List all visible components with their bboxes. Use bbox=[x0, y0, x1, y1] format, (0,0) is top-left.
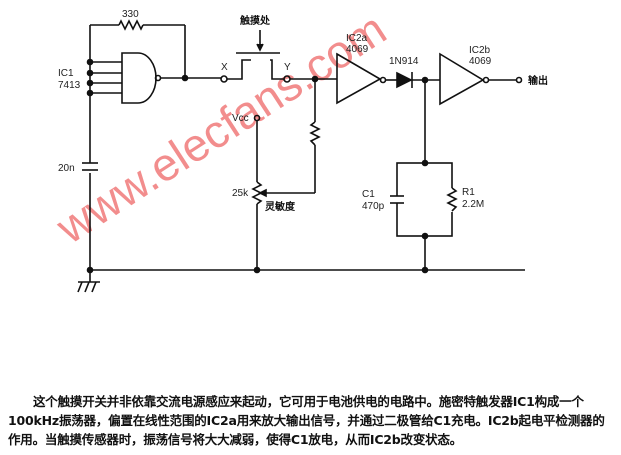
ic2a-name: IC2a bbox=[346, 33, 368, 44]
resistor-330 bbox=[118, 19, 144, 31]
inverter-bubble bbox=[154, 74, 162, 82]
pot-label: 灵敏度 bbox=[265, 200, 296, 213]
description-paragraph: 这个触摸开关并非依靠交流电源感应来起动，它可用于电池供电的电路中。施密特触发器I… bbox=[8, 394, 605, 447]
r1-value: 2.2M bbox=[462, 199, 484, 210]
sensitivity-potentiometer bbox=[251, 181, 263, 205]
output-label: 输出 bbox=[528, 74, 548, 87]
inverter-ic2a bbox=[336, 52, 382, 105]
r1-name: R1 bbox=[462, 187, 475, 198]
ic2b-part: 4069 bbox=[469, 56, 492, 67]
description-text: 这个触摸开关并非依靠交流电源感应来起动，它可用于电池供电的电路中。施密特触发器I… bbox=[8, 392, 614, 449]
output-terminal bbox=[515, 76, 523, 84]
ic2a-part: 4069 bbox=[346, 44, 369, 55]
touch-label: 触摸处 bbox=[239, 14, 271, 27]
ic1-part: 7413 bbox=[58, 80, 81, 91]
x-label: X bbox=[221, 62, 228, 73]
ground-icon bbox=[77, 270, 100, 293]
diode-label: 1N914 bbox=[389, 56, 419, 67]
terminal-x bbox=[220, 75, 228, 83]
c1-value: 470p bbox=[362, 201, 385, 212]
ic1-name: IC1 bbox=[58, 68, 74, 79]
c1-name: C1 bbox=[362, 189, 375, 200]
c-osc-label: 20n bbox=[58, 163, 75, 174]
bias-resistor bbox=[309, 121, 321, 146]
ic2b-name: IC2b bbox=[469, 45, 491, 56]
diode-1n914 bbox=[396, 71, 413, 89]
r-feedback-label: 330 bbox=[122, 9, 139, 20]
pot-value: 25k bbox=[232, 188, 249, 199]
circuit-schematic: www.elecfans.com 20n 330 IC1 7413 X 触摸处 … bbox=[46, 2, 548, 293]
watermark: www.elecfans.com bbox=[46, 2, 395, 254]
inverter-ic2b bbox=[439, 52, 485, 106]
y-label: Y bbox=[284, 62, 291, 73]
nand-gate-ic1 bbox=[121, 52, 157, 104]
capacitor-20n bbox=[82, 162, 98, 171]
resistor-r1 bbox=[446, 187, 458, 212]
vcc-terminal bbox=[253, 114, 261, 122]
vcc-label: Vcc bbox=[232, 113, 249, 124]
capacitor-c1 bbox=[390, 195, 404, 204]
